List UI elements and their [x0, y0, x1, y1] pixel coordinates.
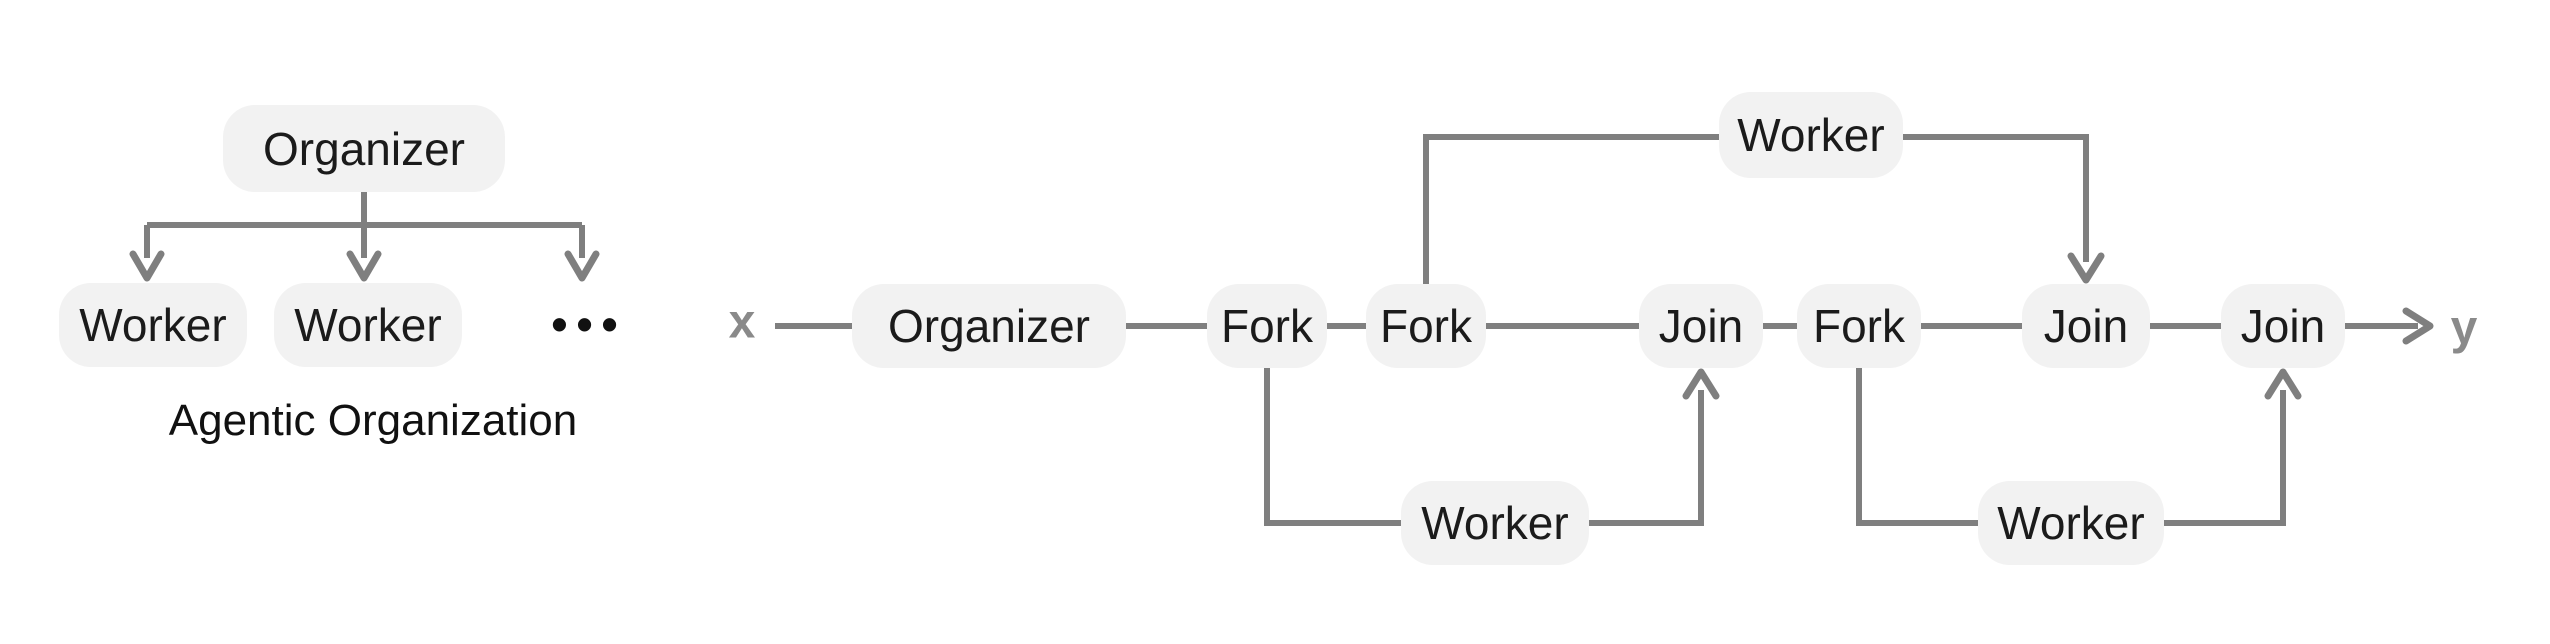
join-node: Join: [2221, 284, 2345, 368]
ellipsis-dots: •••: [551, 298, 627, 350]
join-node: Join: [2022, 284, 2150, 368]
fork-node: Fork: [1797, 284, 1921, 368]
worker-node: Worker: [59, 283, 247, 367]
input-label: x: [728, 295, 756, 349]
fork-node: Fork: [1366, 284, 1486, 368]
diagram-caption: Agentic Organization: [168, 396, 578, 445]
worker-node: Worker: [1978, 481, 2164, 565]
join-node: Join: [1639, 284, 1763, 368]
worker-node: Worker: [274, 283, 462, 367]
worker-node: Worker: [1719, 92, 1903, 178]
organizer-to-workers-arrowheads: [129, 250, 600, 282]
output-arrow: [2345, 307, 2434, 345]
fork-node: Fork: [1207, 284, 1327, 368]
organizer-node: Organizer: [852, 284, 1126, 368]
worker-node: Worker: [1401, 481, 1589, 565]
organizer-node: Organizer: [223, 105, 505, 192]
organizer-to-workers-connector: [144, 192, 585, 258]
output-label: y: [2450, 301, 2478, 355]
